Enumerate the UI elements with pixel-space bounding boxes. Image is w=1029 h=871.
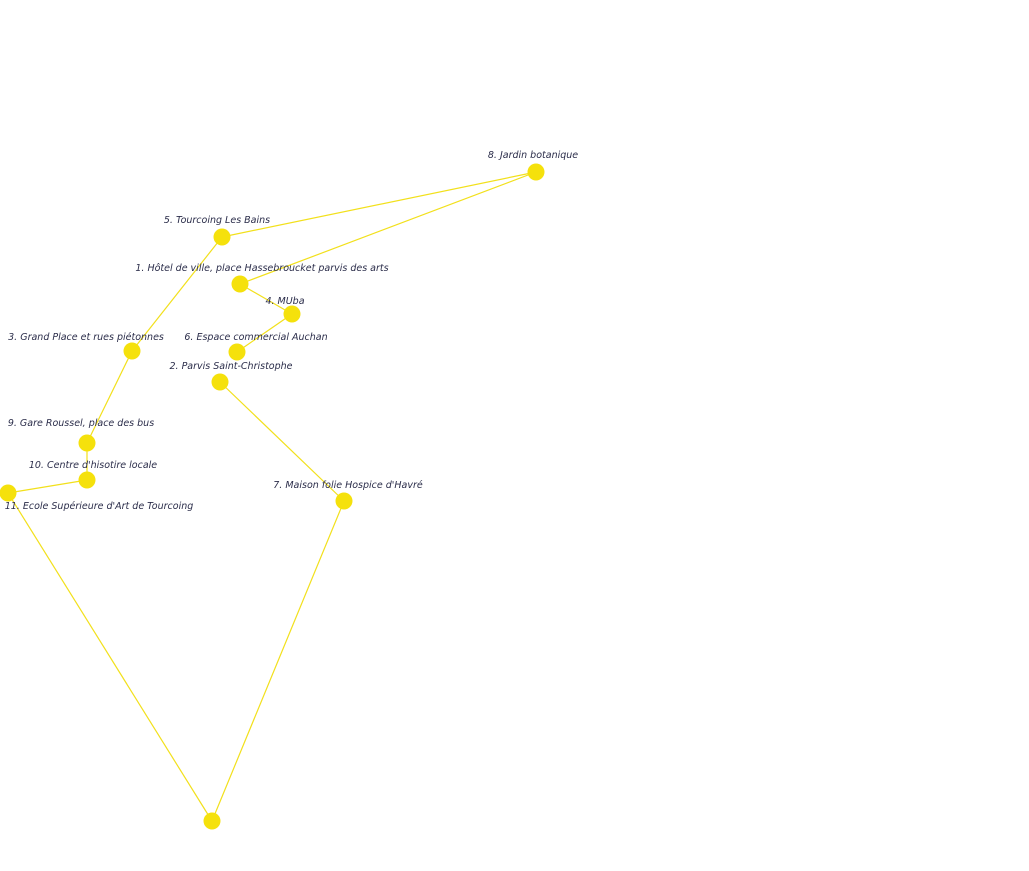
- stop-marker-s10[interactable]: [78, 471, 96, 489]
- route-segment-s12-s11: [7, 492, 213, 822]
- stop-label-s2: 2. Parvis Saint-Christophe: [169, 361, 292, 372]
- route-segment-s11-s10: [7, 479, 88, 494]
- route-segment-s5-s8: [221, 171, 537, 238]
- stop-marker-s3[interactable]: [123, 342, 141, 360]
- route-lines: [7, 171, 537, 822]
- route-segment-s2-s7: [219, 381, 345, 502]
- stop-labels: 1. Hôtel de ville, place Hassebroucket p…: [5, 150, 579, 512]
- stop-label-s1: 1. Hôtel de ville, place Hassebroucket p…: [135, 263, 388, 274]
- stop-marker-s1[interactable]: [231, 275, 249, 293]
- route-segment-s8-s1: [239, 171, 537, 285]
- stop-marker-s9[interactable]: [78, 434, 96, 452]
- stop-marker-s2[interactable]: [211, 373, 229, 391]
- stop-marker-s7[interactable]: [335, 492, 353, 510]
- stop-label-s4: 4. MUba: [265, 296, 304, 307]
- stop-label-s6: 6. Espace commercial Auchan: [184, 332, 327, 343]
- stop-label-s5: 5. Tourcoing Les Bains: [164, 215, 270, 226]
- stop-marker-s11[interactable]: [0, 484, 17, 502]
- stop-label-s3: 3. Grand Place et rues piétonnes: [8, 332, 164, 343]
- stop-marker-s6[interactable]: [228, 343, 246, 361]
- route-segment-s9-s3: [86, 350, 133, 444]
- stop-marker-s5[interactable]: [213, 228, 231, 246]
- stop-label-s7: 7. Maison folie Hospice d'Havré: [273, 480, 423, 491]
- route-segment-s4-s6: [236, 313, 293, 353]
- route-segment-s1-s4: [239, 283, 293, 315]
- stop-marker-s8[interactable]: [527, 163, 545, 181]
- stop-label-s9: 9. Gare Roussel, place des bus: [8, 418, 154, 429]
- route-segment-s7-s12: [211, 500, 345, 822]
- route-segment-s3-s5: [131, 236, 223, 352]
- stop-marker-s12[interactable]: [203, 812, 221, 830]
- stop-label-s8: 8. Jardin botanique: [488, 150, 578, 161]
- stop-label-s11: 11. Ecole Supérieure d'Art de Tourcoing: [5, 501, 194, 512]
- stop-markers: [0, 163, 545, 830]
- stop-label-s10: 10. Centre d'hisotire locale: [29, 460, 157, 471]
- stop-marker-s4[interactable]: [283, 305, 301, 323]
